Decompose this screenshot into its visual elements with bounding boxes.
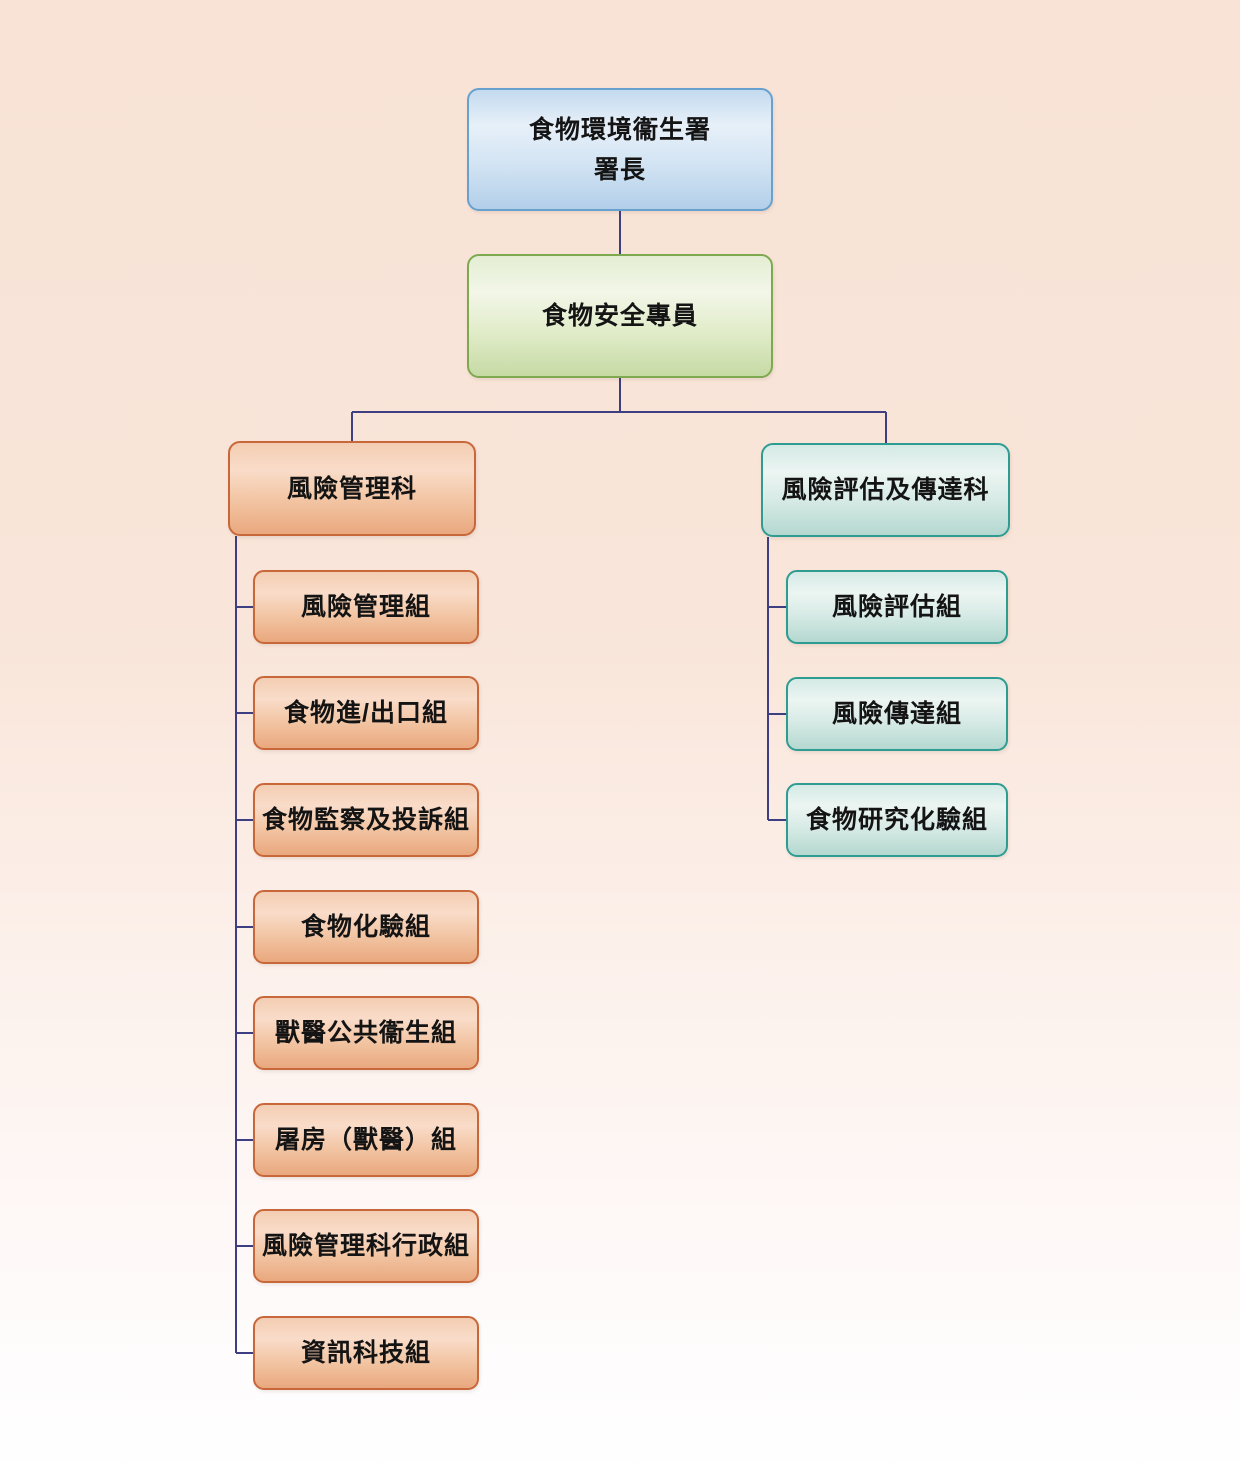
- node-label: 屠房（獸醫）組: [274, 1126, 457, 1154]
- node-label: 風險管理科行政組: [261, 1232, 470, 1260]
- node-food-research-laboratory-group: 食物研究化驗組: [786, 783, 1008, 857]
- node-label: 風險評估組: [831, 593, 962, 621]
- node-label: 風險管理組: [300, 593, 431, 621]
- node-label: 食物進/出口組: [284, 699, 448, 727]
- node-slaughterhouse-veterinary-group: 屠房（獸醫）組: [253, 1103, 479, 1177]
- node-food-surveillance-and-complaints-group: 食物監察及投訴組: [253, 783, 479, 857]
- node-risk-communication-group: 風險傳達組: [786, 677, 1008, 751]
- node-label: 食物監察及投訴組: [261, 806, 470, 834]
- node-label-line1: 食物環境衞生署: [528, 115, 711, 144]
- node-label: 風險評估及傳達科: [781, 476, 990, 504]
- node-label: 資訊科技組: [300, 1339, 431, 1367]
- node-risk-management-division: 風險管理科: [228, 441, 476, 536]
- connector-right-branch-spine: [767, 537, 786, 821]
- node-label: 食物安全專員: [541, 302, 698, 330]
- node-label: 風險傳達組: [831, 700, 962, 728]
- node-food-safety-commissioner: 食物安全專員: [467, 254, 773, 378]
- node-food-import-export-group: 食物進/出口組: [253, 676, 479, 750]
- node-risk-assessment-communication-division: 風險評估及傳達科: [761, 443, 1010, 537]
- node-label: 風險管理科: [286, 474, 417, 503]
- node-risk-assessment-group: 風險評估組: [786, 570, 1008, 644]
- node-label-line2: 署長: [593, 155, 646, 184]
- node-label: 獸醫公共衞生組: [274, 1019, 457, 1047]
- connector-left-branch-spine: [235, 536, 253, 1354]
- node-label: 食物研究化驗組: [805, 806, 988, 834]
- node-food-laboratory-group: 食物化驗組: [253, 890, 479, 964]
- node-risk-management-division-administration-group: 風險管理科行政組: [253, 1209, 479, 1283]
- node-label: 食物化驗組: [300, 913, 431, 941]
- node-information-technology-group: 資訊科技組: [253, 1316, 479, 1390]
- connector-commissioner-to-branches: [351, 378, 887, 443]
- node-risk-management-group: 風險管理組: [253, 570, 479, 644]
- node-fehd-director: 食物環境衞生署 署長: [467, 88, 773, 211]
- node-veterinary-public-health-group: 獸醫公共衞生組: [253, 996, 479, 1070]
